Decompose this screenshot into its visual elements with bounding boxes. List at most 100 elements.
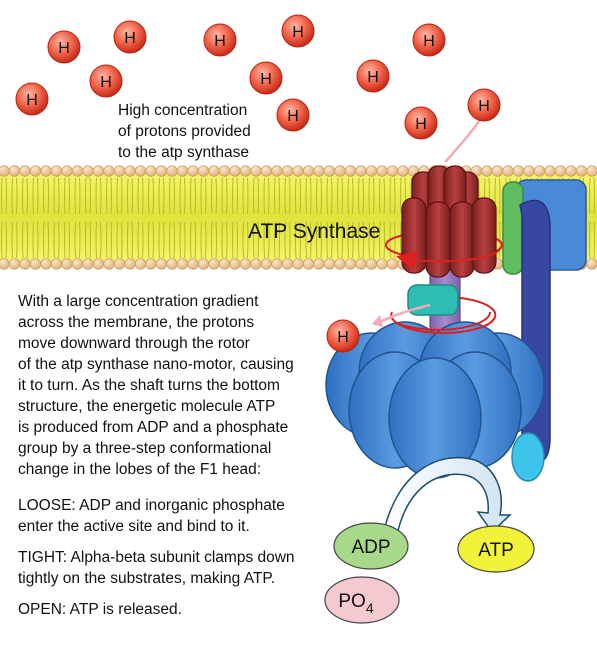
lipid-tail [226, 177, 228, 215]
lipid-tail [352, 177, 354, 215]
lipid-head [512, 165, 525, 177]
lipid-tail [190, 177, 192, 215]
lipid-tail [74, 221, 76, 259]
lipid-tail [16, 221, 18, 259]
proton-caption: High concentration of protons provided t… [118, 100, 298, 163]
lipid-tail [205, 221, 207, 259]
lipid-tail [116, 177, 118, 215]
proton-sphere [276, 98, 310, 132]
proton-sphere [467, 88, 501, 122]
atp-molecule: ATP [457, 525, 535, 573]
lipid-tail [106, 221, 108, 259]
proton-symbol: H [214, 33, 226, 50]
lipid-tail [362, 177, 364, 215]
lipid-tail [131, 177, 133, 215]
lipid-tail [137, 221, 139, 259]
lipid-tail [341, 177, 343, 215]
lipid-head [8, 258, 21, 270]
description-line: change in the lobes of the F1 head: [18, 461, 262, 478]
lipid-tail [400, 177, 402, 215]
lipid-tail [53, 177, 55, 215]
lipid-head [481, 165, 493, 177]
lipid-head [397, 165, 409, 177]
lipid-head [313, 258, 325, 270]
lipid-tail [247, 177, 249, 215]
lipid-head [82, 258, 94, 270]
lipid-head [71, 165, 84, 177]
proton: H [47, 30, 81, 64]
lipid-tail [11, 177, 13, 215]
lipid-tail [190, 221, 192, 259]
lipid-head [124, 165, 136, 177]
lipid-head [575, 165, 588, 177]
lipid-tail [142, 221, 144, 259]
lipid-head [376, 165, 388, 177]
lipid-tail [215, 221, 217, 259]
proton-sphere [356, 59, 390, 93]
lipid-head [187, 165, 199, 177]
lipid-tail [137, 177, 139, 215]
lipid-head [281, 258, 294, 270]
lipid-head [344, 258, 357, 270]
proton: H [404, 106, 438, 140]
proton: H [412, 23, 446, 57]
step-line: OPEN: ATP is released. [18, 601, 182, 618]
rotation-arrow-lower-front [394, 311, 491, 331]
lipid-tail [5, 177, 7, 215]
lipid-tail [305, 177, 307, 215]
atp-label: ATP [478, 540, 514, 561]
lipid-tail [320, 177, 322, 215]
lipid-tail [310, 177, 312, 215]
lipid-tail [305, 221, 307, 259]
lipid-tail [232, 177, 234, 215]
lipid-head [250, 258, 262, 270]
lipid-tail [26, 177, 28, 215]
lipid-head [260, 165, 273, 177]
lipid-head [281, 165, 294, 177]
po4-subscript: 4 [366, 600, 374, 616]
lipid-tail [274, 221, 276, 259]
lipid-tail [253, 221, 255, 259]
lipid-tail [337, 177, 339, 215]
lipid-tail [326, 177, 328, 215]
description-line: structure, the energetic molecule ATP [18, 398, 276, 415]
lipid-head [92, 258, 105, 270]
proton-sphere [113, 20, 147, 54]
lipid-tail [295, 177, 297, 215]
lipid-tail [358, 177, 360, 215]
description-line: With a large concentration gradient [18, 293, 259, 310]
lipid-tail [79, 177, 81, 215]
lipid-tail [232, 221, 234, 259]
lipid-tail [263, 177, 265, 215]
lipid-head [103, 258, 115, 270]
lipid-tail [37, 221, 39, 259]
lipid-head [334, 258, 346, 270]
phosphate-molecule: PO4 [324, 576, 400, 624]
lipid-tail [383, 221, 385, 259]
lipid-tail [68, 221, 70, 259]
lipid-head [113, 165, 126, 177]
lipid-head [271, 258, 283, 270]
proton-sphere [249, 61, 283, 95]
lipid-head [197, 258, 210, 270]
proton-sphere [89, 64, 123, 98]
description-line: across the membrane, the protons [18, 314, 255, 331]
lipid-tail [64, 221, 66, 259]
lipid-head [187, 258, 199, 270]
lipid-tail [179, 177, 181, 215]
lipid-tail [85, 177, 87, 215]
lipid-tail [110, 177, 112, 215]
lipid-tail [211, 221, 213, 259]
step-open: OPEN: ATP is released. [18, 599, 348, 620]
lipid-tail [299, 221, 301, 259]
lipid-tail [173, 177, 175, 215]
lipid-head [176, 165, 189, 177]
lipid-tail [106, 177, 108, 215]
lipid-head [208, 258, 220, 270]
lipid-head [40, 165, 52, 177]
proton-symbol: H [292, 24, 304, 41]
lipid-head [386, 165, 399, 177]
lipid-tail [79, 221, 81, 259]
lipid-head [586, 165, 597, 177]
